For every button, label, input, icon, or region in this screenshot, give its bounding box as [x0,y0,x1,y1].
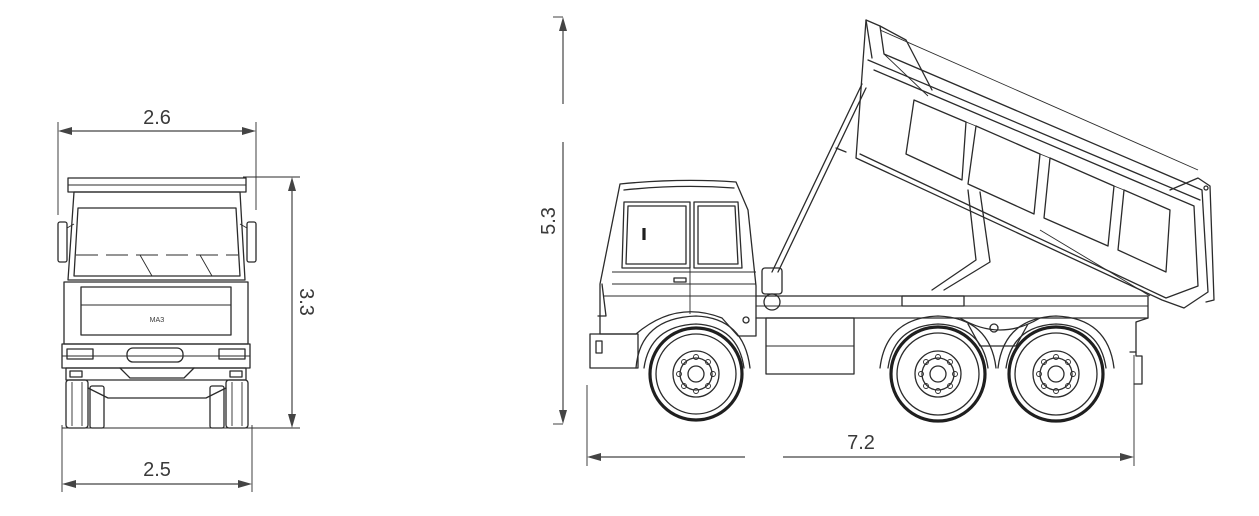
dim-label-height: 3.3 [295,288,317,316]
dim-label-tipped-height: 5.3 [538,207,560,235]
dim-front-width-bottom: 2.5 [61,425,253,492]
dim-label-length: 7.2 [847,432,875,454]
maz-badge: МАЗ [150,317,165,324]
dim-label-width-top: 2.6 [143,107,171,129]
wheel-rear-2 [997,315,1115,423]
truck-front: МАЗ [57,177,257,429]
dim-side-height: 5.3 [538,16,567,425]
dim-front-height: 3.3 [243,176,317,429]
hydraulic-cylinder [771,83,867,273]
cab [589,179,757,369]
front-view: 2.6 3.3 2.5 [57,107,317,492]
side-view: 5.3 7.2 [538,16,1215,466]
dim-side-length: 7.2 [586,355,1135,466]
wheel-rear-1 [879,315,997,423]
wheel-front [635,315,751,422]
dim-label-width-bottom: 2.5 [143,459,171,481]
dump-body [855,19,1215,309]
dim-front-width-top: 2.6 [57,107,257,215]
